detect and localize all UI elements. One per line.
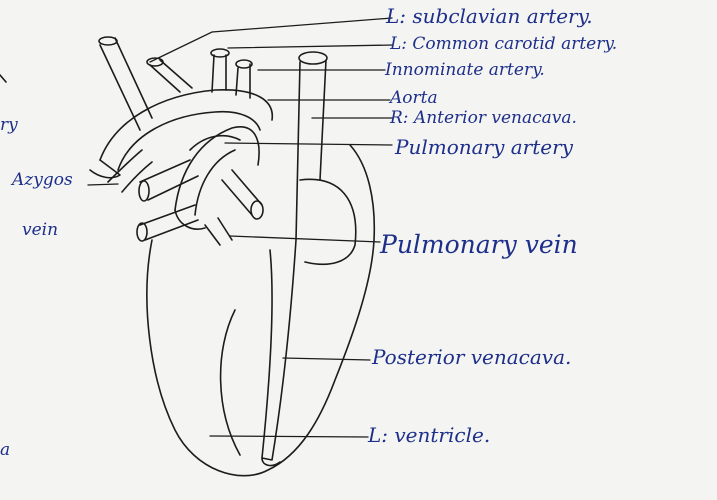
posterior-venacava-vessel (262, 62, 300, 460)
label-left-common-carotid: L: Common carotid artery. (390, 34, 617, 54)
pulmonary-vein-right (205, 218, 232, 245)
right-pulmonary-artery (222, 170, 262, 215)
heart-outline (147, 145, 374, 476)
leader-azygos (88, 184, 118, 185)
edge-mark (0, 75, 6, 82)
leader-pulmonary-artery (225, 143, 392, 145)
label-pulmonary-artery: Pulmonary artery (395, 135, 573, 159)
innominate-branch (150, 60, 192, 92)
label-right-anterior-venacava: R: Anterior venacava. (390, 108, 577, 128)
label-pulmonary-vein: Pulmonary vein (380, 230, 578, 259)
leader-carotid (228, 45, 393, 48)
pulmonary-trunk-inner (195, 150, 235, 215)
edge-fragment-top: ry (0, 115, 18, 135)
edge-fragment-bottom: a (0, 440, 10, 460)
label-left-subclavian: L: subclavian artery. (386, 4, 593, 28)
label-left-ventricle: L: ventricle. (368, 423, 490, 447)
venacava-wall (320, 60, 326, 180)
carotid-branch (212, 55, 226, 92)
right-pulmonary-opening (251, 201, 263, 219)
pulmonary-vein-left-opening (137, 223, 147, 241)
carotid-opening (211, 49, 229, 57)
label-azygos: Azygos (12, 170, 73, 190)
leader-posterior-venacava (283, 358, 370, 360)
label-vein: vein (22, 220, 58, 240)
leader-ventricle (210, 436, 368, 437)
leader-pulmonary-vein (230, 236, 380, 242)
label-innominate: Innominate artery. (385, 60, 545, 80)
label-aorta: Aorta (390, 88, 438, 108)
left-pulmonary-opening (139, 181, 149, 201)
pulmonary-vein-left (140, 205, 198, 240)
posterior-venacava-opening (299, 52, 327, 64)
right-anterior-venacava-vessel (100, 38, 152, 130)
atrium-contour (300, 179, 356, 264)
leader-subclavian (150, 18, 392, 62)
label-posterior-venacava: Posterior venacava. (372, 345, 571, 369)
venacava-opening (99, 37, 117, 45)
pulmonary-trunk (175, 127, 259, 210)
ventricle-contour (221, 310, 240, 455)
